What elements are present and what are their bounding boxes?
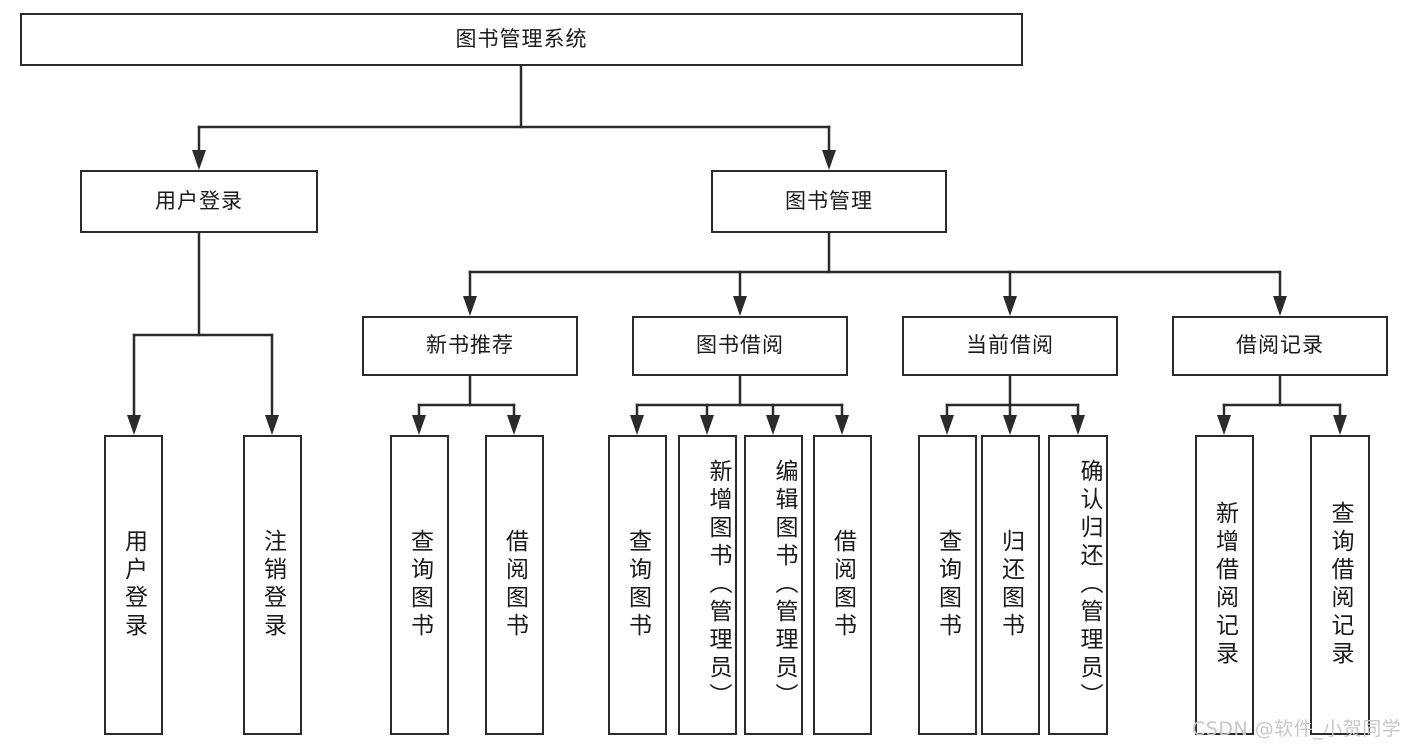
node-leaf-user-login[interactable]: 用户登录 [104, 435, 163, 735]
user-login-to-leaves-arrowhead-1 [265, 415, 279, 435]
node-user-login-label: 用户登录 [155, 188, 243, 213]
node-leaf-add-book-admin-label: 新增图书（管理员） [705, 459, 731, 711]
node-book-borrow[interactable]: 图书借阅 [632, 316, 848, 376]
node-leaf-add-book-admin[interactable]: 新增图书（管理员） [678, 435, 737, 735]
borrow-to-leaves-arrowhead-3 [835, 415, 849, 435]
node-leaf-borrow-book-label: 借阅图书 [829, 529, 856, 641]
node-new-book-recommend[interactable]: 新书推荐 [362, 316, 578, 376]
node-leaf-add-borrow-record-label: 新增借阅记录 [1211, 501, 1238, 669]
book-management-to-level3-arrowhead-2 [1003, 296, 1017, 316]
node-book-management[interactable]: 图书管理 [711, 170, 947, 233]
node-leaf-borrow-book[interactable]: 借阅图书 [813, 435, 872, 735]
node-leaf-logout-label: 注销登录 [259, 529, 286, 641]
node-leaf-edit-book-admin-label: 编辑图书（管理员） [771, 459, 797, 711]
borrow-to-leaves-arrowhead-1 [700, 415, 714, 435]
node-current-borrow[interactable]: 当前借阅 [902, 316, 1118, 376]
node-book-management-label: 图书管理 [785, 188, 873, 213]
node-leaf-borrow-book-recommend[interactable]: 借阅图书 [485, 435, 544, 735]
node-title-label: 图书管理系统 [455, 26, 588, 51]
node-book-borrow-label: 图书借阅 [696, 333, 784, 358]
node-user-login[interactable]: 用户登录 [80, 170, 318, 233]
node-leaf-edit-book-admin[interactable]: 编辑图书（管理员） [744, 435, 803, 735]
node-leaf-confirm-return-admin[interactable]: 确认归还（管理员） [1048, 435, 1108, 735]
current-to-leaves-arrowhead-2 [1071, 415, 1085, 435]
book-management-to-level3-arrowhead-1 [733, 296, 747, 316]
borrow-to-leaves-arrowhead-2 [766, 415, 780, 435]
node-new-book-recommend-label: 新书推荐 [426, 333, 514, 358]
records-to-leaves-arrowhead-1 [1333, 415, 1347, 435]
node-leaf-query-book-current-label: 查询图书 [934, 529, 961, 641]
node-leaf-return-book-label: 归还图书 [997, 529, 1024, 641]
recommend-to-leaves-arrowhead-1 [507, 415, 521, 435]
current-to-leaves-arrowhead-0 [940, 415, 954, 435]
user-login-to-leaves-arrowhead-0 [127, 415, 141, 435]
node-borrow-records[interactable]: 借阅记录 [1172, 316, 1388, 376]
node-leaf-return-book[interactable]: 归还图书 [981, 435, 1040, 735]
node-leaf-borrow-book-recommend-label: 借阅图书 [501, 529, 528, 641]
node-leaf-query-book-borrow[interactable]: 查询图书 [608, 435, 667, 735]
node-leaf-query-book-current[interactable]: 查询图书 [918, 435, 977, 735]
node-leaf-user-login-label: 用户登录 [120, 529, 147, 641]
node-leaf-query-book-recommend-label: 查询图书 [406, 529, 433, 641]
node-current-borrow-label: 当前借阅 [966, 333, 1054, 358]
book-management-to-level3-arrowhead-3 [1273, 296, 1287, 316]
records-to-leaves-arrowhead-0 [1217, 415, 1231, 435]
node-leaf-confirm-return-admin-label: 确认归还（管理员） [1076, 459, 1102, 711]
node-borrow-records-label: 借阅记录 [1236, 333, 1324, 358]
current-to-leaves-arrowhead-1 [1003, 415, 1017, 435]
node-leaf-logout[interactable]: 注销登录 [243, 435, 302, 735]
node-leaf-query-borrow-record[interactable]: 查询借阅记录 [1310, 435, 1370, 735]
node-leaf-add-borrow-record[interactable]: 新增借阅记录 [1195, 435, 1254, 735]
book-management-to-level3-arrowhead-0 [463, 296, 477, 316]
node-leaf-query-book-recommend[interactable]: 查询图书 [390, 435, 449, 735]
borrow-to-leaves-arrowhead-0 [630, 415, 644, 435]
node-leaf-query-book-borrow-label: 查询图书 [624, 529, 651, 641]
node-leaf-query-borrow-record-label: 查询借阅记录 [1327, 501, 1353, 669]
recommend-to-leaves-arrowhead-0 [412, 415, 426, 435]
node-title[interactable]: 图书管理系统 [20, 13, 1023, 66]
csdn-watermark: CSDN @软件_小贺同学 [1192, 718, 1402, 740]
root-to-level2-arrowhead-0 [192, 150, 206, 170]
root-to-level2-arrowhead-1 [822, 150, 836, 170]
